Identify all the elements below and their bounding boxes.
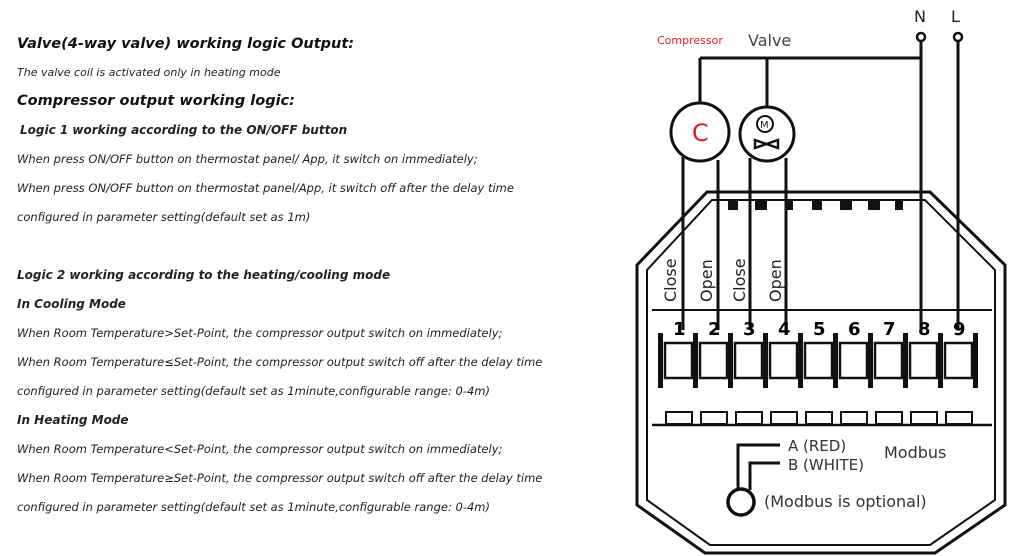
terminal-slot [838,341,869,380]
terminal-screw [910,411,938,425]
terminal-number: 7 [883,319,896,340]
n-label: N [914,7,926,26]
terminal-slot [733,341,764,380]
terminal-number: 5 [813,319,826,340]
terminal-number: 9 [953,319,966,340]
terminal-divider [798,333,803,388]
terminal-slot [768,341,799,380]
valve-label: Valve [748,31,791,50]
terminal-divider [938,333,943,388]
terminal-number: 4 [778,319,791,340]
logic1-line: When press ON/OFF button on thermostat p… [17,181,514,195]
valve-symbol [738,105,796,163]
heating-line: When Room Temperature≥Set-Point, the com… [17,471,543,485]
valve-heading: Valve(4-way valve) working logic Output: [17,36,355,52]
terminal-screw [700,411,728,425]
terminal-screw [665,411,693,425]
terminal-screw [840,411,868,425]
logic1-line: When press ON/OFF button on thermostat p… [17,152,478,166]
logic1-line: configured in parameter setting(default … [17,210,311,224]
terminal-number: 6 [848,319,861,340]
n-terminal [915,31,927,43]
terminal-divider [903,333,908,388]
terminal-screw [735,411,763,425]
cooling-line: When Room Temperature≤Set-Point, the com… [17,355,543,369]
terminal-divider [763,333,768,388]
compressor-label: Compressor [657,34,723,47]
compressor-symbol [669,101,731,163]
modbus-a-label: A (RED) [788,437,846,455]
modbus-connector [726,487,756,517]
compressor-c-symbol: C [692,119,709,147]
l-terminal [952,31,964,43]
valve-description: The valve coil is activated only in heat… [17,66,281,79]
cooling-line: When Room Temperature>Set-Point, the com… [17,326,503,340]
terminal-divider [728,333,733,388]
housing-outline [635,190,1007,555]
modbus-b-label: B (WHITE) [788,456,864,474]
heating-line: configured in parameter setting(default … [17,500,490,514]
terminal-number: 1 [673,319,686,340]
heating-heading: In Heating Mode [17,413,129,427]
terminal-screw [805,411,833,425]
cooling-heading: In Cooling Mode [17,297,126,311]
terminal-slot [873,341,904,380]
terminal-divider [833,333,838,388]
terminal-number: 8 [918,319,931,340]
terminal-slot [908,341,939,380]
logic2-heading: Logic 2 working according to the heating… [17,268,391,282]
terminal-slot [943,341,974,380]
wire-label-open: Open [766,259,785,302]
terminal-slot [663,341,694,380]
wire-label-close: Close [730,258,749,302]
terminal-slot [803,341,834,380]
modbus-label: Modbus [884,443,946,462]
logic1-heading: Logic 1 working according to the ON/OFF … [20,123,348,137]
cooling-line: configured in parameter setting(default … [17,384,490,398]
terminal-slot [698,341,729,380]
terminal-divider [693,333,698,388]
modbus-note: (Modbus is optional) [764,492,927,511]
wire-label-close: Close [661,258,680,302]
l-label: L [951,7,960,26]
wire-label-open: Open [697,259,716,302]
heating-line: When Room Temperature<Set-Point, the com… [17,442,503,456]
terminal-number: 2 [708,319,721,340]
motor-m-symbol: M [760,120,769,131]
terminal-divider [658,333,663,388]
terminal-screw [945,411,973,425]
terminal-divider [868,333,873,388]
terminal-divider [973,333,978,388]
terminal-number: 3 [743,319,756,340]
compressor-heading: Compressor output working logic: [17,93,295,109]
terminal-screw [875,411,903,425]
terminal-screw [770,411,798,425]
